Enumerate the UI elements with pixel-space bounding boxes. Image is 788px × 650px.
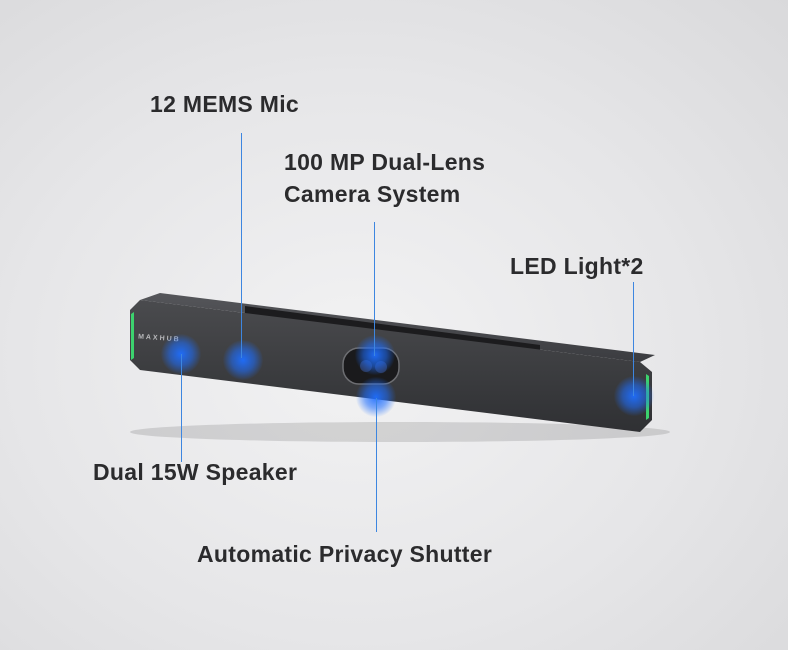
led-leader-line [633,282,634,396]
mic-label: 12 MEMS Mic [150,91,300,117]
speaker-label: Dual 15W Speaker [93,459,298,485]
left-led-strip [131,312,134,360]
device-shadow [130,422,670,442]
camera-highlight [355,335,395,375]
camera-label-line2: Camera System [284,181,461,207]
camera-leader-line [374,222,375,356]
speaker-leader-line [181,354,182,462]
led-label: LED Light*2 [510,253,644,279]
camera-label: 100 MP Dual-Lens Camera System [284,146,485,210]
camera-label-line1: 100 MP Dual-Lens [284,149,486,175]
mic-leader-line [241,133,242,358]
led-highlight [614,376,654,416]
shutter-label: Automatic Privacy Shutter [197,541,493,567]
shutter-leader-line [376,398,377,532]
mic-highlight [223,340,263,380]
